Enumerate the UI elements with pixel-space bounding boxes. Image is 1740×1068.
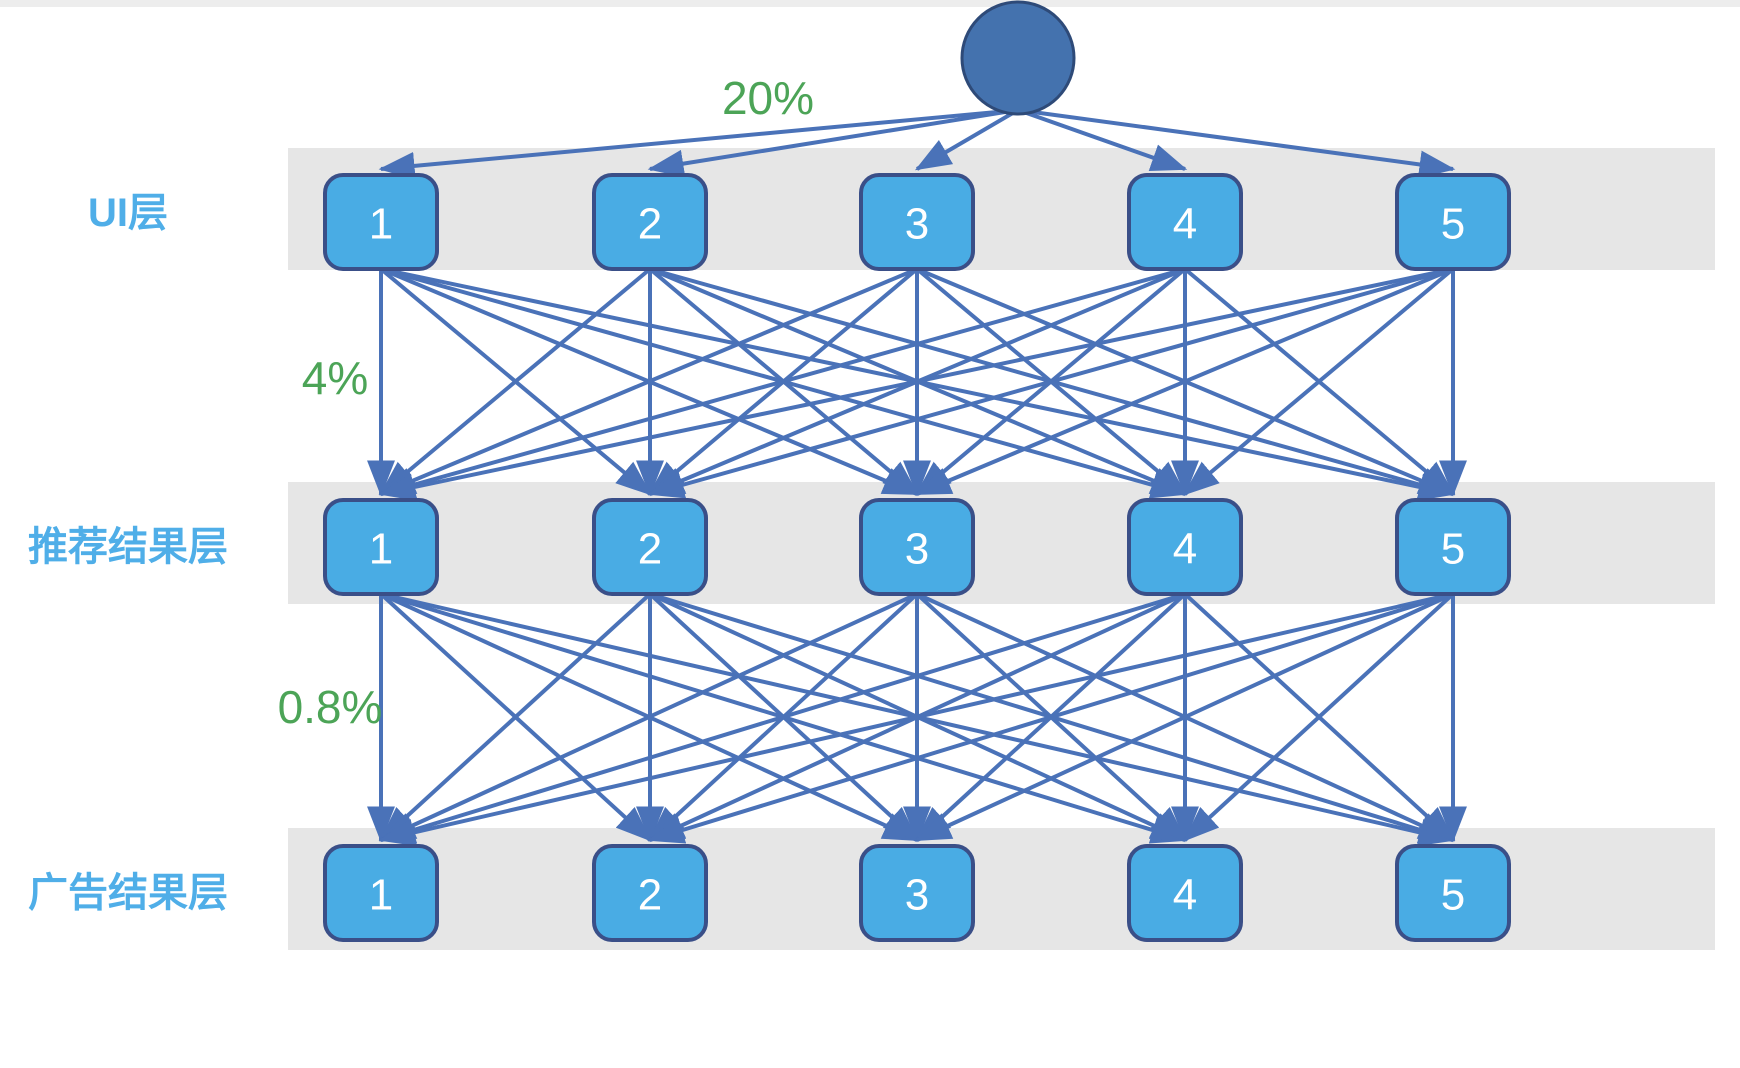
layer-title-ui: UI层: [88, 191, 168, 235]
edge-root-to-ui-4: [1017, 108, 1188, 172]
node-label-ui-1: 1: [369, 200, 393, 249]
edge-recommendation-5-to-advertisement-4: [1183, 592, 1455, 842]
rate-ui-to-rec: 4%: [302, 352, 368, 404]
node-advertisement-1[interactable]: [323, 844, 439, 942]
node-recommendation-2[interactable]: [592, 498, 708, 596]
node-label-recommendation-5: 5: [1441, 525, 1465, 574]
edge-recommendation-5-to-advertisement-1: [378, 592, 1454, 847]
node-label-advertisement-5: 5: [1441, 871, 1465, 920]
edge-ui-5-to-recommendation-2: [647, 267, 1454, 499]
edge-ui-2-to-recommendation-1: [379, 267, 652, 496]
node-group: 1 2 3 4 5 1 2 3 4 5 1 2 3 4 5: [323, 0, 1511, 942]
node-recommendation-5[interactable]: [1395, 498, 1511, 596]
edge-group: [367, 108, 1467, 847]
top-divider: [0, 0, 1740, 7]
node-recommendation-1[interactable]: [323, 498, 439, 596]
node-label-advertisement-4: 4: [1173, 871, 1197, 920]
edge-recommendation-4-to-advertisement-1: [378, 592, 1186, 844]
node-advertisement-2[interactable]: [592, 844, 708, 942]
rate-root-to-ui: 20%: [722, 72, 814, 124]
edge-recommendation-5-to-advertisement-3: [914, 592, 1454, 842]
node-label-advertisement-3: 3: [905, 871, 929, 920]
node-label-recommendation-1: 1: [369, 525, 393, 574]
node-label-advertisement-2: 2: [638, 871, 662, 920]
node-recommendation-4[interactable]: [1127, 498, 1243, 596]
node-label-ui-5: 5: [1441, 200, 1465, 249]
node-advertisement-3[interactable]: [859, 844, 975, 942]
node-advertisement-4[interactable]: [1127, 844, 1243, 942]
node-ui-5[interactable]: [1395, 173, 1511, 271]
edge-root-to-ui-3: [914, 108, 1020, 171]
edge-root-to-ui-5: [1017, 108, 1456, 179]
node-advertisement-5[interactable]: [1395, 844, 1511, 942]
edge-root-to-ui-2: [647, 108, 1019, 178]
node-ui-3[interactable]: [859, 173, 975, 271]
node-label-ui-3: 3: [905, 200, 929, 249]
edge-ui-5-to-recommendation-3: [914, 267, 1454, 496]
node-label-ui-4: 4: [1173, 200, 1197, 249]
edge-recommendation-5-to-advertisement-2: [647, 592, 1454, 844]
node-label-advertisement-1: 1: [369, 871, 393, 920]
node-label-recommendation-4: 4: [1173, 525, 1197, 574]
node-label-ui-2: 2: [638, 200, 662, 249]
node-ui-1[interactable]: [323, 173, 439, 271]
rate-rec-to-ad: 0.8%: [278, 681, 383, 733]
edge-recommendation-3-to-advertisement-1: [378, 592, 918, 842]
node-ui-4[interactable]: [1127, 173, 1243, 271]
root-node[interactable]: [960, 0, 1076, 116]
edge-recommendation-2-to-advertisement-1: [379, 592, 652, 842]
node-ui-2[interactable]: [592, 173, 708, 271]
layer-title-advertisement: 广告结果层: [28, 871, 228, 915]
node-label-recommendation-3: 3: [905, 525, 929, 574]
edge-root-to-ui-1: [378, 108, 1019, 180]
edge-ui-3-to-recommendation-1: [378, 267, 918, 496]
rate-label-group: 20% 4% 0.8%: [278, 72, 814, 733]
edge-ui-5-to-recommendation-1: [378, 267, 1454, 501]
layer-title-recommendation: 推荐结果层: [28, 525, 228, 569]
node-label-recommendation-2: 2: [638, 525, 662, 574]
node-recommendation-3[interactable]: [859, 498, 975, 596]
edge-ui-4-to-recommendation-1: [378, 267, 1186, 499]
edge-ui-5-to-recommendation-4: [1183, 267, 1455, 496]
